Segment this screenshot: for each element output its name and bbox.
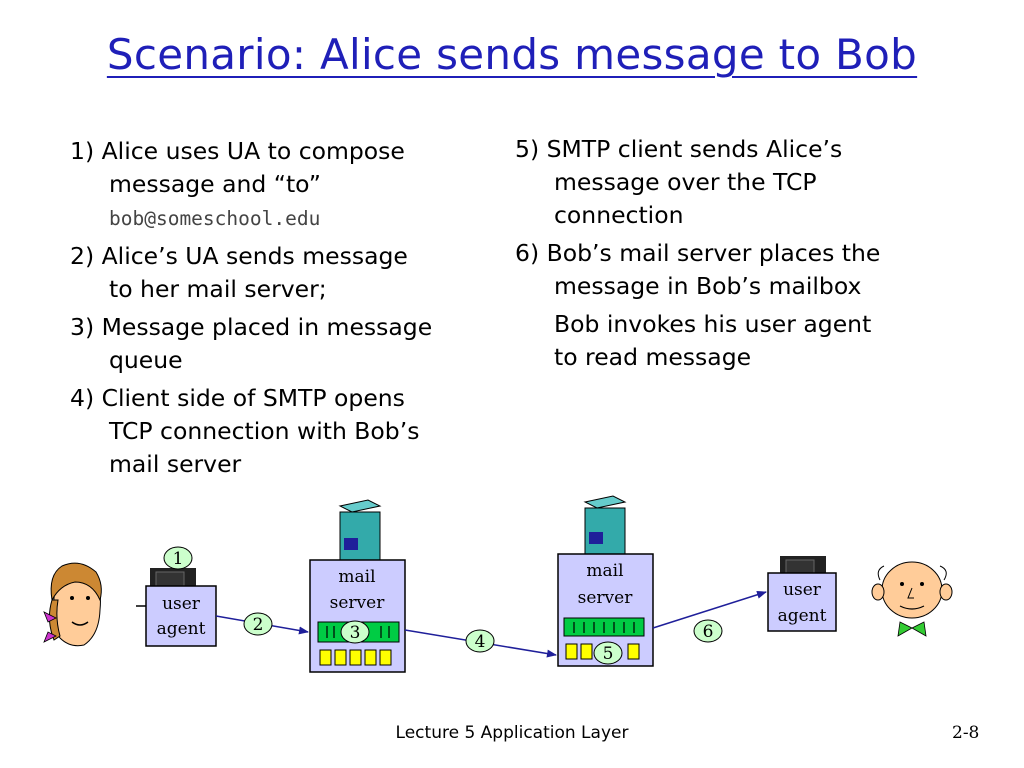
alice-server-tower-icon bbox=[338, 499, 382, 563]
step-marker-4-label: 4 bbox=[475, 632, 486, 652]
step-4-line2: TCP connection with Bob’s bbox=[109, 417, 420, 445]
step-marker-3: 3 bbox=[340, 620, 370, 644]
footer-text: Lecture 5 Application Layer bbox=[395, 723, 629, 743]
alice-queue-slots bbox=[326, 626, 390, 638]
step-marker-5: 5 bbox=[593, 641, 623, 665]
alice-ua-line1: user bbox=[162, 594, 201, 614]
step-2: 2) Alice’s UA sends message to her mail … bbox=[70, 240, 490, 306]
right-step-list: 5) SMTP client sends Alice’s message ove… bbox=[515, 133, 945, 374]
bob-server-tower-icon bbox=[583, 495, 627, 557]
step-1-line2: message and “to” bbox=[109, 170, 321, 198]
step-marker-4: 4 bbox=[465, 629, 495, 653]
alice-user-agent-box bbox=[145, 585, 217, 647]
step-marker-6: 6 bbox=[693, 619, 723, 643]
bob-server-line2: server bbox=[578, 588, 634, 608]
bob-mailboxes bbox=[565, 643, 640, 660]
step-1-line1: 1) Alice uses UA to compose bbox=[70, 137, 405, 165]
page-number: 2-8 bbox=[952, 723, 980, 743]
step-6-line2: message in Bob’s mailbox bbox=[554, 272, 862, 300]
alice-ua-line2: agent bbox=[157, 619, 206, 639]
step-4: 4) Client side of SMTP opens TCP connect… bbox=[70, 382, 490, 481]
alice-face-icon bbox=[43, 562, 102, 647]
alice-mailboxes bbox=[319, 649, 392, 666]
bob-queue-slots bbox=[573, 622, 635, 633]
step-3-line2: queue bbox=[109, 346, 183, 374]
bob-server-line1: mail bbox=[586, 561, 623, 581]
bob-user-agent-box bbox=[767, 572, 837, 632]
step-4-line3: mail server bbox=[109, 450, 242, 478]
step-note-line1: Bob invokes his user agent bbox=[554, 310, 872, 338]
step-6: 6) Bob’s mail server places the message … bbox=[515, 237, 945, 303]
alice-server-line1: mail bbox=[338, 567, 375, 587]
alice-computer-icon bbox=[150, 568, 196, 588]
bob-ua-line1: user bbox=[783, 580, 822, 600]
step-marker-2: 2 bbox=[243, 612, 273, 636]
bob-computer-icon bbox=[780, 556, 826, 576]
step-5: 5) SMTP client sends Alice’s message ove… bbox=[515, 133, 945, 232]
page-title: Scenario: Alice sends message to Bob bbox=[106, 30, 918, 79]
step-5-line2: message over the TCP bbox=[554, 168, 817, 196]
step-2-line1: 2) Alice’s UA sends message bbox=[70, 242, 408, 270]
alice-server-line2: server bbox=[330, 593, 386, 613]
step-3-line1: 3) Message placed in message bbox=[70, 313, 433, 341]
step-note-line2: to read message bbox=[554, 343, 752, 371]
step-marker-2-label: 2 bbox=[253, 615, 264, 635]
step-5-line3: connection bbox=[554, 201, 684, 229]
step-4-line1: 4) Client side of SMTP opens bbox=[70, 384, 405, 412]
step-2-line2: to her mail server; bbox=[109, 275, 327, 303]
step-note: Bob invokes his user agent to read messa… bbox=[515, 308, 945, 374]
step-3: 3) Message placed in message queue bbox=[70, 311, 490, 377]
step-6-line1: 6) Bob’s mail server places the bbox=[515, 239, 881, 267]
step-marker-1-label: 1 bbox=[173, 549, 184, 569]
bob-ua-line2: agent bbox=[778, 606, 827, 626]
step-5-line1: 5) SMTP client sends Alice’s bbox=[515, 135, 843, 163]
recipient-address: bob@someschool.edu bbox=[109, 207, 321, 230]
bob-face-icon bbox=[871, 561, 953, 637]
step-marker-5-label: 5 bbox=[603, 644, 614, 664]
step-1: 1) Alice uses UA to compose message and … bbox=[70, 135, 490, 235]
left-step-list: 1) Alice uses UA to compose message and … bbox=[70, 135, 490, 486]
arrow-server-to-ua bbox=[652, 590, 767, 629]
step-marker-3-label: 3 bbox=[350, 623, 361, 643]
step-marker-1: 1 bbox=[163, 546, 193, 570]
step-marker-6-label: 6 bbox=[703, 622, 714, 642]
